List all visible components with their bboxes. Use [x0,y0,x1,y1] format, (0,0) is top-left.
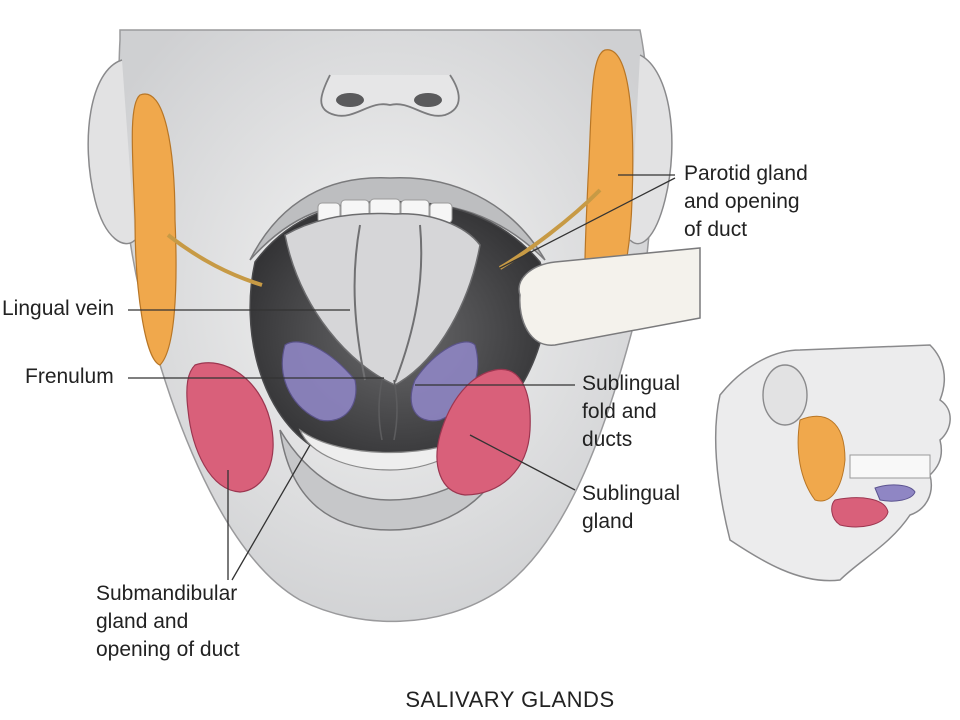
label-sublingual-fold: Sublingual fold and ducts [582,372,686,451]
tongue-underside [284,212,481,386]
lingual-vein-left [353,224,366,381]
side-teeth [849,454,931,479]
side-ear [762,364,808,426]
leader-submandibular [227,444,311,581]
frenulum [378,379,398,441]
parotid-duct-left [166,233,263,287]
side-submandibular-gland [831,497,889,528]
left-nostril [336,93,364,107]
parotid-duct-right [498,188,602,270]
side-view-head [714,344,951,582]
label-parotid: Parotid gland and opening of duct [684,162,814,241]
label-lingual-vein: Lingual vein [2,297,114,320]
label-submandibular: Submandibular gland and opening of duct [96,582,243,661]
parotid-gland-left [131,93,177,366]
submandibular-gland-right [436,368,531,496]
leader-sublingual-gland [469,434,576,491]
left-ear [87,59,136,245]
right-nostril [414,93,442,107]
label-frenulum: Frenulum [25,365,114,388]
lingual-vein-right [394,224,423,383]
side-parotid-gland [797,415,846,502]
sublingual-gland-left [281,341,357,422]
face-front-view [87,29,701,623]
labels: Parotid gland and opening of duct Lingua… [2,162,814,712]
label-sublingual-gland: Sublingual gland [582,482,686,533]
leader-parotid [499,174,676,269]
tongue-depressor [518,247,701,346]
figure-title: SALIVARY GLANDS [405,687,614,712]
submandibular-gland-left [186,362,274,493]
leader-lines [128,174,676,581]
side-sublingual-gland [874,484,916,502]
